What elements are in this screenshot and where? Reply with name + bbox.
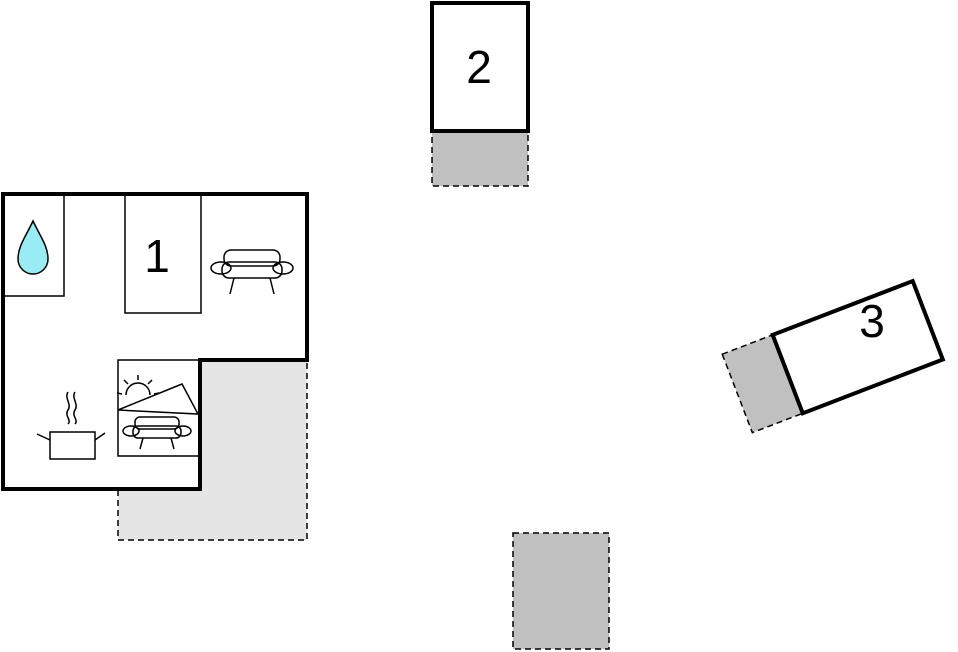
building-1-label: 1 [144, 230, 170, 282]
building-1: 1 [1, 192, 309, 541]
bathroom-room [2, 193, 65, 297]
cooking-pot-icon [36, 391, 106, 460]
bedroom-room [124, 193, 202, 314]
building-3-walls [770, 278, 946, 416]
sunroom-window [117, 383, 200, 415]
water-drop-icon [17, 219, 49, 275]
building-3-label: 3 [859, 295, 885, 347]
sunroom-room [117, 359, 201, 457]
building-2-outdoor-area [431, 130, 529, 187]
building-2-walls [430, 1, 530, 133]
sun-icon [116, 375, 160, 396]
building-2: 2 [430, 1, 530, 187]
building-2-label: 2 [466, 41, 492, 93]
building-3 [721, 278, 946, 434]
parking-area [512, 532, 610, 650]
terrace-area [117, 359, 308, 541]
sofa-icon [122, 416, 192, 450]
sofa-icon [210, 249, 294, 295]
